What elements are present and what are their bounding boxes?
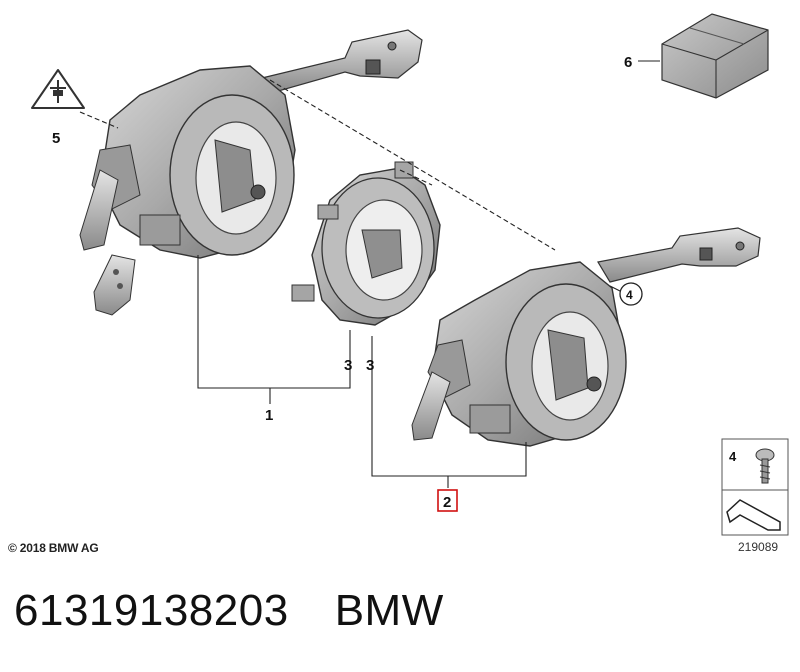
legend-item-number: 4 [729, 449, 737, 464]
clock-spring-ring-part-3 [291, 161, 441, 326]
callout-1: 1 [265, 407, 273, 424]
callout-4-circle [619, 282, 643, 306]
hardware-legend: 4 [721, 438, 789, 536]
image-number: 219089 [738, 540, 779, 554]
switch-cluster-assembly-2 [411, 227, 761, 447]
callout-4: 4 [626, 288, 633, 302]
copyright-notice: © 2018 BMW AG [8, 541, 99, 555]
switch-cluster-assembly-1 [79, 29, 423, 316]
box-part-6 [661, 13, 769, 99]
torx-screw-icon [755, 448, 775, 484]
part-number: 61319138203 [14, 586, 289, 635]
esd-warning-symbol-part-5 [31, 69, 85, 109]
callout-2-highlight-box [437, 489, 458, 512]
part-caption: 61319138203 BMW [14, 586, 444, 636]
callout-3a: 3 [344, 357, 352, 374]
callout-5: 5 [52, 130, 60, 147]
callout-2: 2 [443, 494, 451, 511]
alignment-lines [79, 79, 556, 251]
bracket-shape-icon [726, 499, 781, 531]
brand-name: BMW [334, 586, 444, 635]
callout-3b: 3 [366, 357, 374, 374]
callout-6: 6 [624, 54, 632, 71]
